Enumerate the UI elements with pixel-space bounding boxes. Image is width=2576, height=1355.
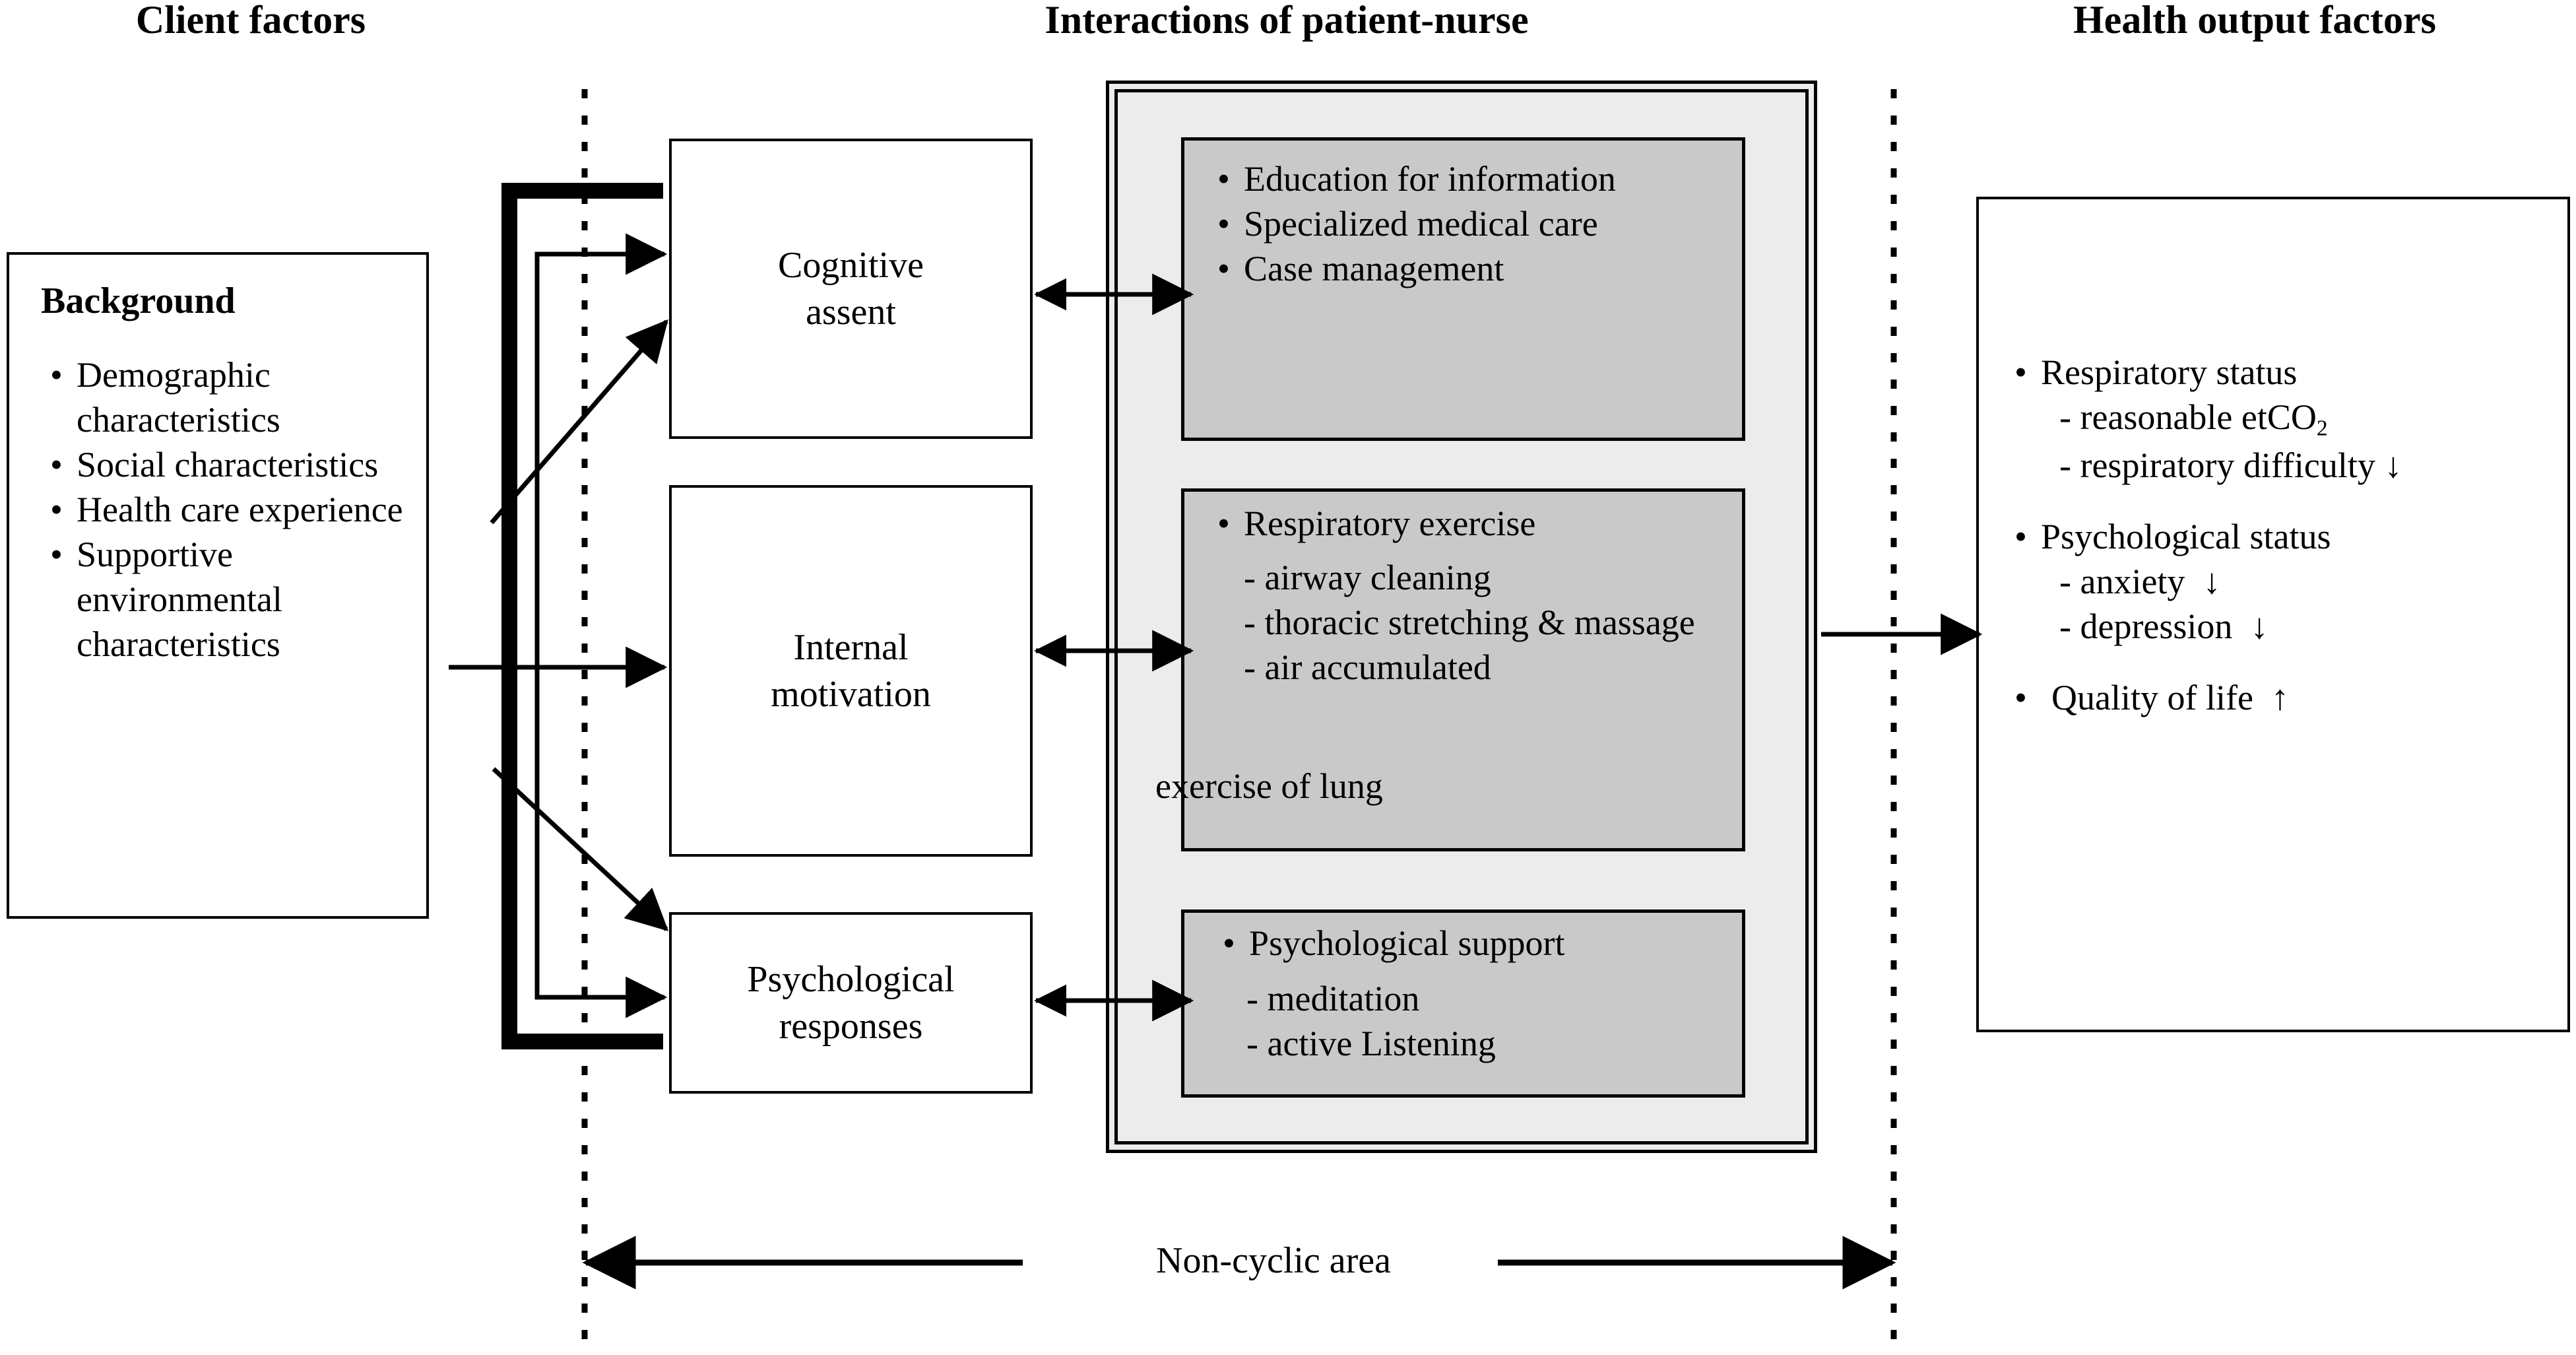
sub-item: - anxiety ↓: [2059, 559, 2557, 604]
label-line-2: motivation: [771, 673, 931, 715]
bullet-glyph: •: [50, 355, 63, 395]
output-content: • Respiratory status - reasonable etCO2 …: [2011, 350, 2557, 720]
arrow-diagonal-to-psychological-responses: [492, 767, 669, 931]
respiratory-subitems: - airway cleaning - thoracic stretching …: [1244, 555, 1738, 690]
output-group-respiratory: • Respiratory status: [2011, 350, 2557, 395]
list-item: • Demographic characteristics: [46, 352, 410, 442]
sub-item-label: - reasonable etCO: [2059, 397, 2317, 438]
psychological-responses-label: Psychological responses: [747, 956, 954, 1049]
sub-item: - reasonable etCO2: [2059, 395, 2557, 443]
sub-item: - respiratory difficulty ↓: [2059, 443, 2557, 488]
down-arrow-icon: ↓: [2250, 606, 2269, 646]
internal-motivation-label: Internal motivation: [771, 624, 931, 717]
down-arrow-icon: ↓: [2384, 445, 2402, 485]
background-box-title: Background: [41, 281, 236, 321]
down-arrow-icon: ↓: [2203, 561, 2221, 601]
psychological-support-box: • Psychological support - meditation - a…: [1181, 909, 1745, 1098]
label-line-2: responses: [779, 1005, 923, 1047]
label-line-1: Psychological: [747, 958, 955, 1000]
list-item: • Supportive environmental characteristi…: [46, 532, 410, 667]
spacer: [2011, 488, 2557, 514]
list-item: • Respiratory status: [2011, 350, 2557, 395]
sub-item: - meditation: [1246, 979, 1420, 1018]
list-item-label: Demographic characteristics: [77, 355, 280, 440]
list-item-label: Respiratory status: [2041, 352, 2298, 392]
education-box: • Education for information • Specialize…: [1181, 137, 1745, 441]
bullet-glyph: •: [1217, 159, 1230, 199]
list-item-label: Case management: [1244, 249, 1504, 289]
arrow-diagonal-to-cognitive-assent: [490, 319, 668, 525]
up-arrow-icon: ↑: [2270, 677, 2289, 717]
bullet-glyph: •: [1217, 204, 1230, 244]
list-item-label: Respiratory exercise: [1244, 504, 1536, 543]
psych-support-list: • Psychological support: [1219, 921, 1735, 966]
list-item-label: Supportive environmental characteristics: [77, 535, 282, 665]
background-box: Background • Demographic characteristics…: [7, 252, 429, 919]
list-item: • Health care experience: [46, 487, 410, 532]
subscript: 2: [2316, 416, 2328, 441]
list-item-label: Quality of life: [2051, 677, 2253, 717]
list-item: • Psychological status: [2011, 514, 2557, 559]
list-item: • Social characteristics: [46, 442, 410, 487]
list-item: • Quality of life ↑: [2011, 675, 2557, 720]
column-heading-client-factors: Client factors: [135, 0, 366, 42]
bullet-glyph: •: [2014, 516, 2027, 556]
list-item-label: Education for information: [1244, 159, 1616, 199]
output-group-quality-of-life: • Quality of life ↑: [2011, 675, 2557, 720]
respiratory-trailing-line: exercise of lung: [1155, 766, 1383, 806]
list-item-label: Health care experience: [77, 490, 403, 530]
health-output-box: • Respiratory status - reasonable etCO2 …: [1976, 197, 2570, 1032]
sub-item-label: - anxiety: [2059, 561, 2185, 601]
label-line-1: Internal: [793, 626, 909, 668]
bullet-glyph: •: [1217, 249, 1230, 289]
bullet-glyph: •: [1223, 923, 1235, 963]
sub-item: - air accumulated: [1244, 647, 1491, 688]
sub-item: - depression ↓: [2059, 604, 2557, 649]
label-line-1: Cognitive: [778, 244, 924, 286]
education-box-list: • Education for information • Specialize…: [1213, 156, 1731, 291]
column-heading-patient-nurse: Interactions of patient-nurse: [1045, 0, 1529, 42]
list-item-label: Specialized medical care: [1244, 204, 1598, 244]
sub-item-label: - respiratory difficulty: [2059, 445, 2375, 485]
cognitive-assent-label: Cognitive assent: [778, 242, 924, 335]
respiratory-exercise-box: • Respiratory exercise - airway cleaning…: [1155, 488, 1745, 851]
psychological-responses-box: Psychological responses: [669, 912, 1033, 1094]
spacer: [2011, 649, 2557, 675]
label-line-2: assent: [806, 291, 896, 333]
column-heading-health-output: Health output factors: [2073, 0, 2436, 42]
output-group-psychological: • Psychological status: [2011, 514, 2557, 559]
thick-feedback-bracket: [501, 183, 663, 1049]
list-item: • Case management: [1213, 246, 1731, 291]
internal-motivation-box: Internal motivation: [669, 485, 1033, 857]
psych-support-subitems: - meditation - active Listening: [1246, 976, 1738, 1066]
bullet-glyph: •: [2014, 677, 2027, 717]
bullet-glyph: •: [50, 490, 63, 530]
list-item: • Respiratory exercise: [1213, 501, 1735, 546]
sub-item: - airway cleaning: [1244, 558, 1491, 597]
thin-feedback-bracket: [534, 251, 663, 1000]
bullet-glyph: •: [50, 445, 63, 485]
sub-item-label: - depression: [2059, 606, 2233, 646]
bullet-glyph: •: [50, 535, 63, 575]
noncyclic-area-label: Non-cyclic area: [1156, 1240, 1391, 1281]
sub-item: - thoracic stretching & massage: [1244, 603, 1695, 643]
sub-item: - active Listening: [1246, 1024, 1496, 1064]
bullet-glyph: •: [2014, 352, 2027, 392]
cognitive-assent-box: Cognitive assent: [669, 139, 1033, 439]
list-item-label: Psychological support: [1249, 923, 1565, 963]
respiratory-box-list: • Respiratory exercise: [1213, 501, 1735, 546]
list-item-label: Psychological status: [2041, 516, 2331, 556]
bullet-glyph: •: [1217, 504, 1230, 543]
list-item-label: Social characteristics: [77, 445, 379, 485]
background-box-list: • Demographic characteristics • Social c…: [46, 352, 410, 667]
list-item: • Psychological support: [1219, 921, 1735, 966]
list-item: • Education for information: [1213, 156, 1731, 201]
list-item: • Specialized medical care: [1213, 201, 1731, 246]
